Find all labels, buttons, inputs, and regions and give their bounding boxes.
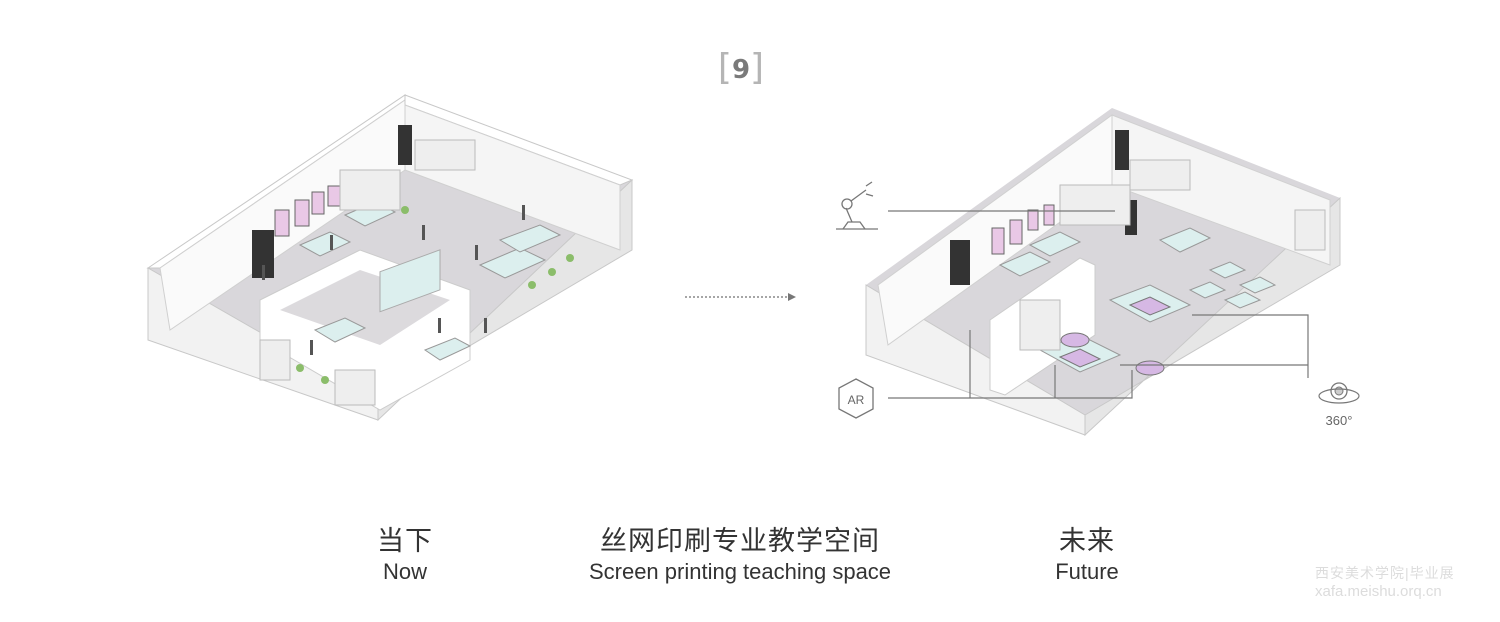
caption-title: 丝网印刷专业教学空间 Screen printing teaching spac… <box>540 526 940 586</box>
watermark-line2: xafa.meishu.orq.cn <box>1315 583 1442 600</box>
watermark: 西安美术学院|毕业展 xafa.meishu.orq.cn <box>1315 563 1455 600</box>
caption-future: 未来 Future <box>1027 526 1147 586</box>
ar-label: AR <box>848 393 865 407</box>
caption-now: 当下 Now <box>345 526 465 586</box>
panel-number: [9] <box>717 47 765 88</box>
caption-title-zh: 丝网印刷专业教学空间 <box>600 526 880 557</box>
caption-future-zh: 未来 <box>1059 526 1115 557</box>
transition-arrow <box>685 293 796 301</box>
caption-now-en: Now <box>382 559 427 584</box>
robot-arm-icon <box>836 181 878 230</box>
caption-future-en: Future <box>1055 559 1119 584</box>
view-360-icon: 360° <box>1318 382 1360 428</box>
view-360-label: 360° <box>1326 413 1353 428</box>
caption-now-zh: 当下 <box>377 526 433 557</box>
watermark-line1: 西安美术学院|毕业展 <box>1315 565 1455 581</box>
caption-title-en: Screen printing teaching space <box>588 559 892 584</box>
room-future <box>865 108 1341 437</box>
panel-number-text: 9 <box>731 55 751 85</box>
room-now <box>146 94 634 422</box>
ar-icon: AR <box>838 378 874 419</box>
